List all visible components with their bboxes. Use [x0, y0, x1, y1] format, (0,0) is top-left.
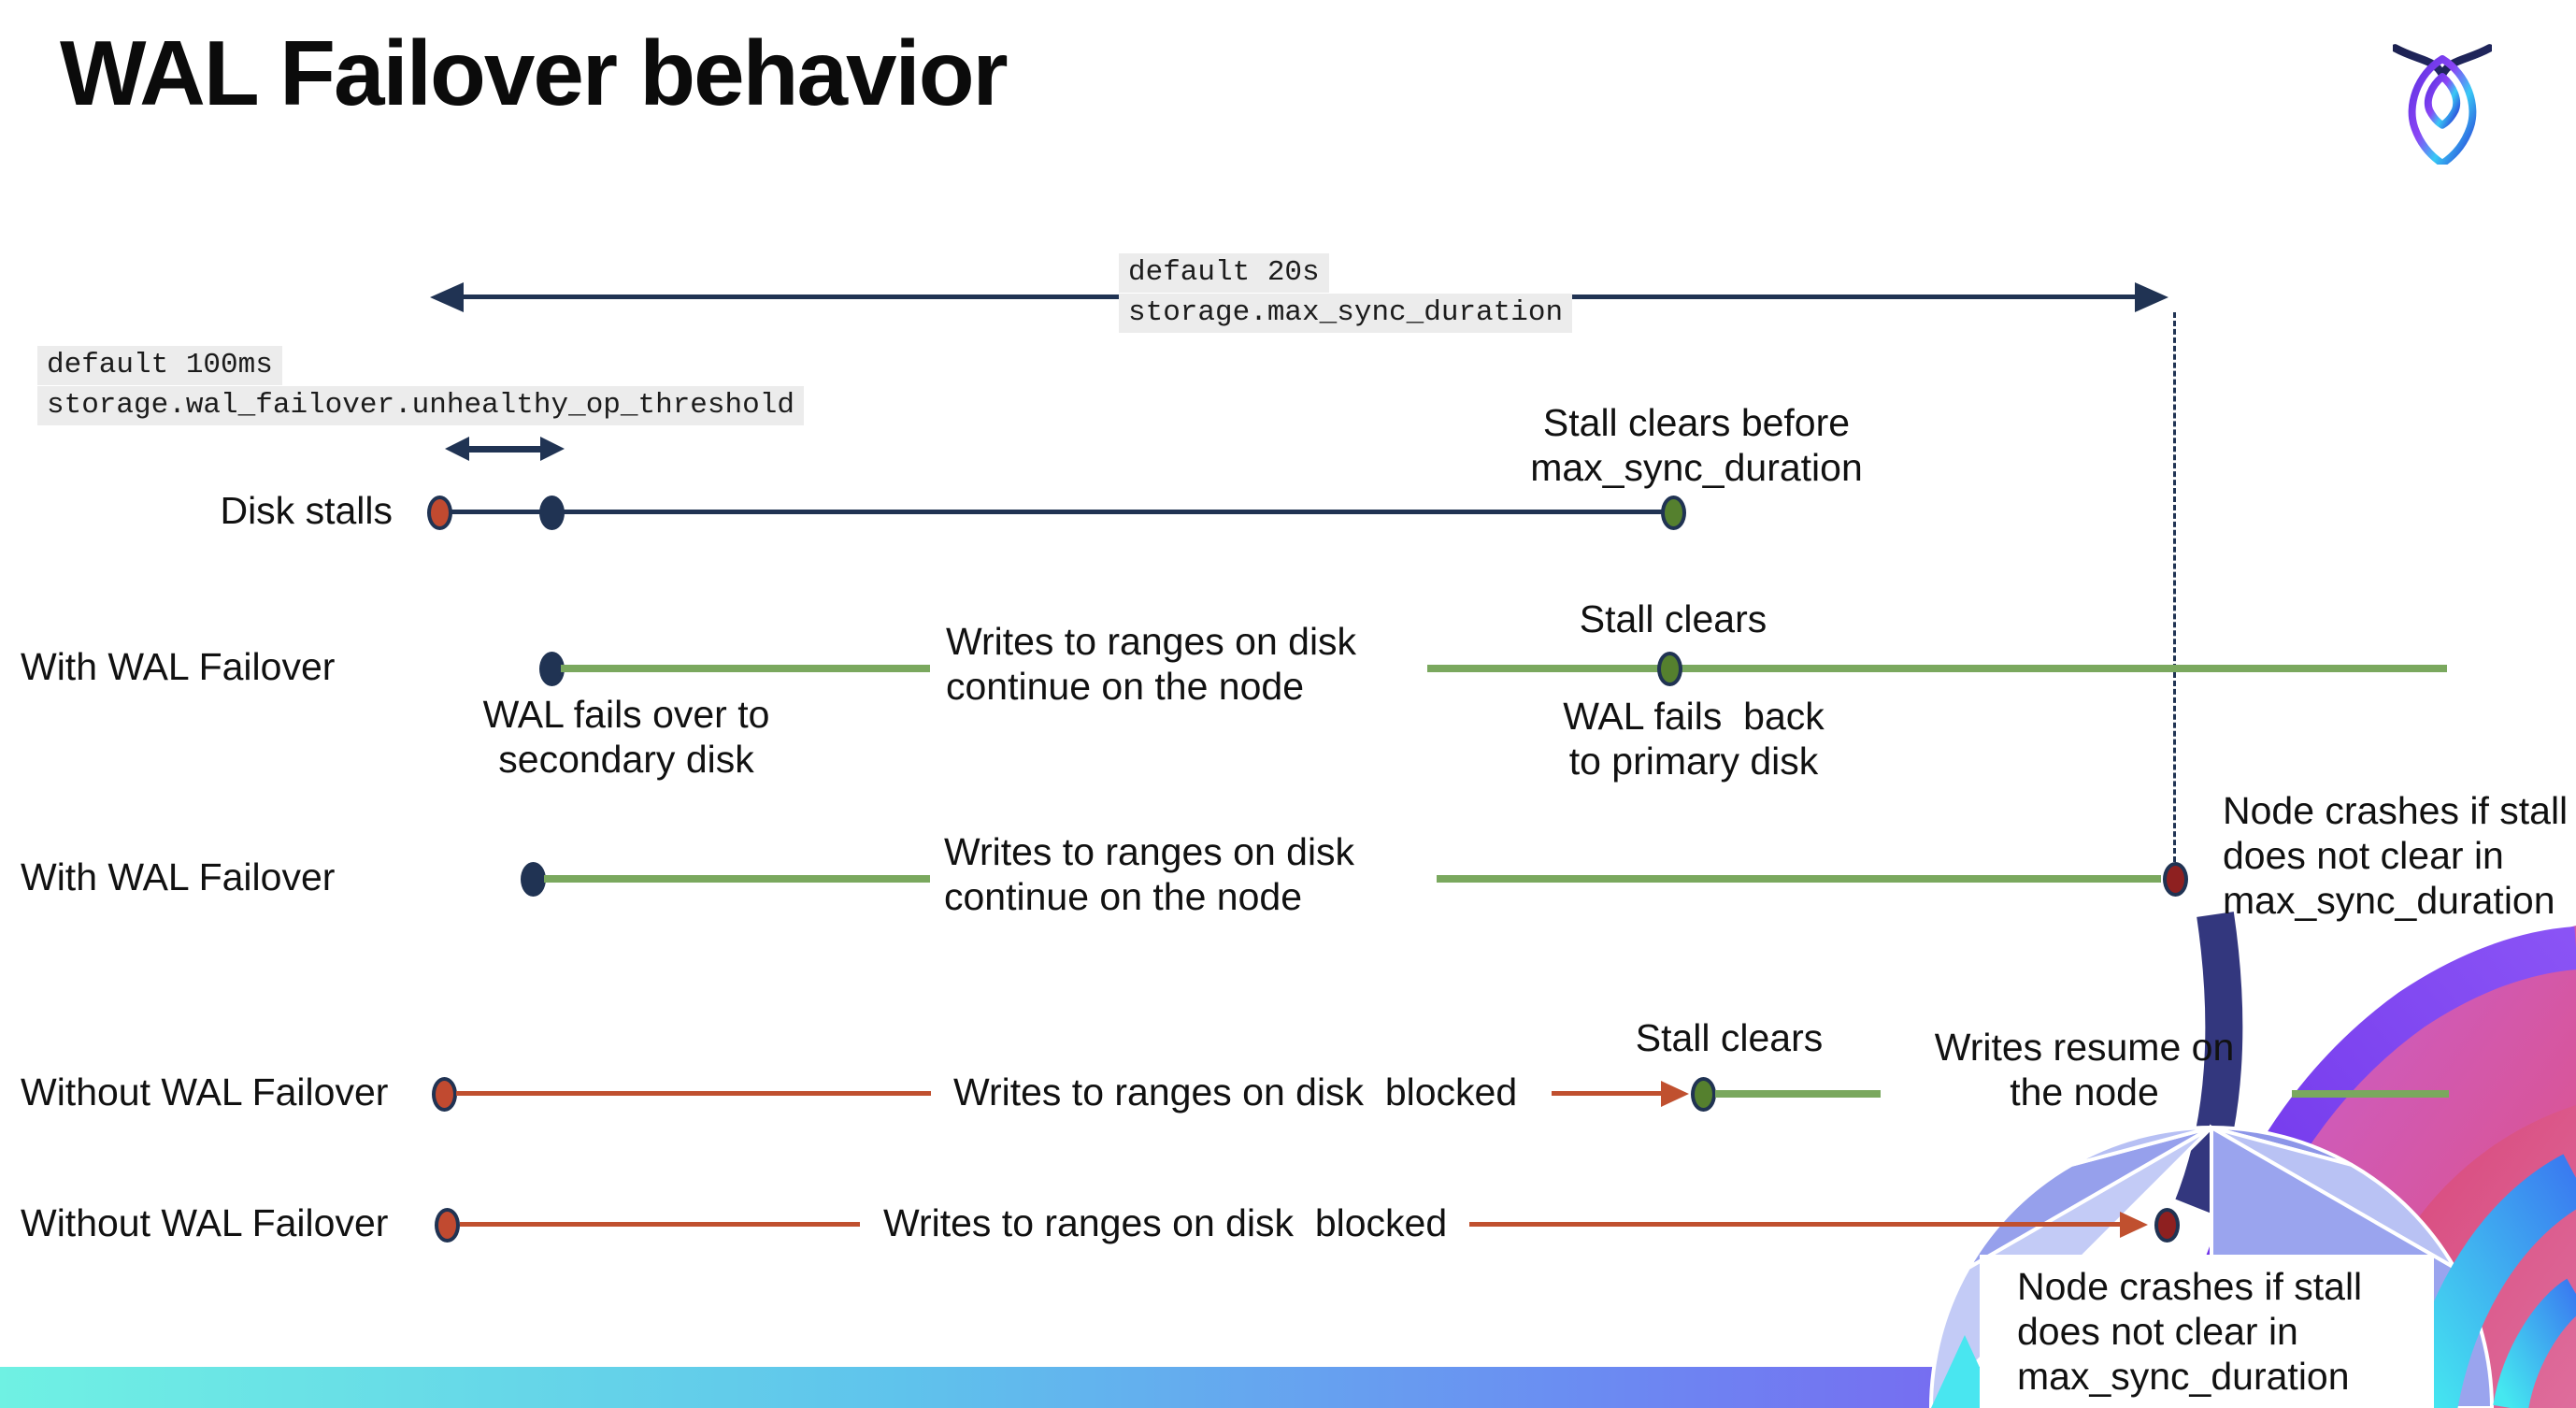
disk-stall-start-dot	[427, 496, 452, 530]
row-label-with-wal-failover-2: With WAL Failover	[21, 855, 336, 898]
row-label-without-wal-failover-2: Without WAL Failover	[21, 1201, 389, 1244]
threshold-arrow-left-head	[445, 437, 469, 461]
max-sync-default-label: default 20s	[1119, 253, 1329, 293]
stall-clears-dot-2	[1657, 652, 1682, 686]
stall-clears-dot	[1661, 496, 1686, 530]
wal-fails-over-caption: WAL fails over to secondary disk	[482, 693, 770, 781]
writes-resume-line-a	[1715, 1090, 1881, 1098]
node-crash-dot-2	[2154, 1208, 2180, 1243]
writes-resume-caption: Writes resume on the node	[1934, 1026, 2235, 1113]
writes-blocked-line-2b	[1469, 1222, 2120, 1227]
writes-blocked-line-2a	[460, 1222, 860, 1227]
writes-continue-line-1b	[1427, 665, 2447, 672]
node-crash-dot-1	[2163, 862, 2188, 897]
stall-clears-caption-3: Stall clears	[1635, 1016, 1824, 1059]
max-sync-setting-label: storage.max_sync_duration	[1119, 294, 1573, 333]
max-sync-arrow-left-head	[430, 282, 464, 312]
threshold-default-label: default 100ms	[37, 346, 282, 385]
writes-blocked-line-1b	[1552, 1091, 1661, 1096]
stall-clears-caption-2: Stall clears	[1579, 597, 1767, 640]
threshold-setting-label: storage.wal_failover.unhealthy_op_thresh…	[37, 386, 804, 425]
max-sync-arrow-right-head	[2135, 282, 2168, 312]
cockroachdb-logo-icon	[2393, 44, 2492, 165]
writes-continue-caption-2: Writes to ranges on disk continue on the…	[944, 830, 1355, 918]
stall-clears-dot-3	[1691, 1077, 1716, 1112]
wal-failover-dot-2	[521, 862, 546, 897]
writes-resume-line-b	[2292, 1090, 2449, 1098]
writes-blocked-line-1a	[456, 1091, 931, 1096]
blocked-arrow-head-2	[2120, 1212, 2148, 1238]
blocked-arrow-head-1	[1661, 1081, 1689, 1107]
writes-blocked-caption-1: Writes to ranges on disk blocked	[953, 1070, 1518, 1113]
row-label-disk-stalls: Disk stalls	[220, 489, 393, 532]
node-crash-caption-1: Node crashes if stall does not clear in …	[2223, 789, 2569, 922]
disk-stall-line	[439, 510, 1673, 514]
writes-continue-line-2a	[544, 875, 930, 883]
node-crash-callout-box	[1980, 1255, 2434, 1408]
row-label-with-wal-failover-1: With WAL Failover	[21, 645, 336, 688]
node-crash-caption-2: Node crashes if stall does not clear in …	[2017, 1265, 2363, 1398]
page-title: WAL Failover behavior	[60, 22, 1009, 124]
writes-blocked-caption-2: Writes to ranges on disk blocked	[883, 1201, 1448, 1244]
threshold-arrow-line	[467, 446, 542, 453]
wal-fails-back-caption: WAL fails back to primary disk	[1563, 695, 1825, 783]
disk-stall-dot-2	[432, 1077, 457, 1112]
writes-continue-caption-1: Writes to ranges on disk continue on the…	[946, 620, 1357, 708]
row-label-without-wal-failover-1: Without WAL Failover	[21, 1070, 389, 1113]
writes-continue-line-1a	[561, 665, 930, 672]
max-sync-dashed-line	[2173, 312, 2176, 862]
writes-continue-line-2b	[1437, 875, 2161, 883]
stall-clears-before-caption: Stall clears before max_sync_duration	[1530, 401, 1863, 489]
threshold-arrow-right-head	[540, 437, 565, 461]
disk-stall-dot-3	[435, 1208, 460, 1243]
failover-threshold-dot	[539, 496, 565, 530]
